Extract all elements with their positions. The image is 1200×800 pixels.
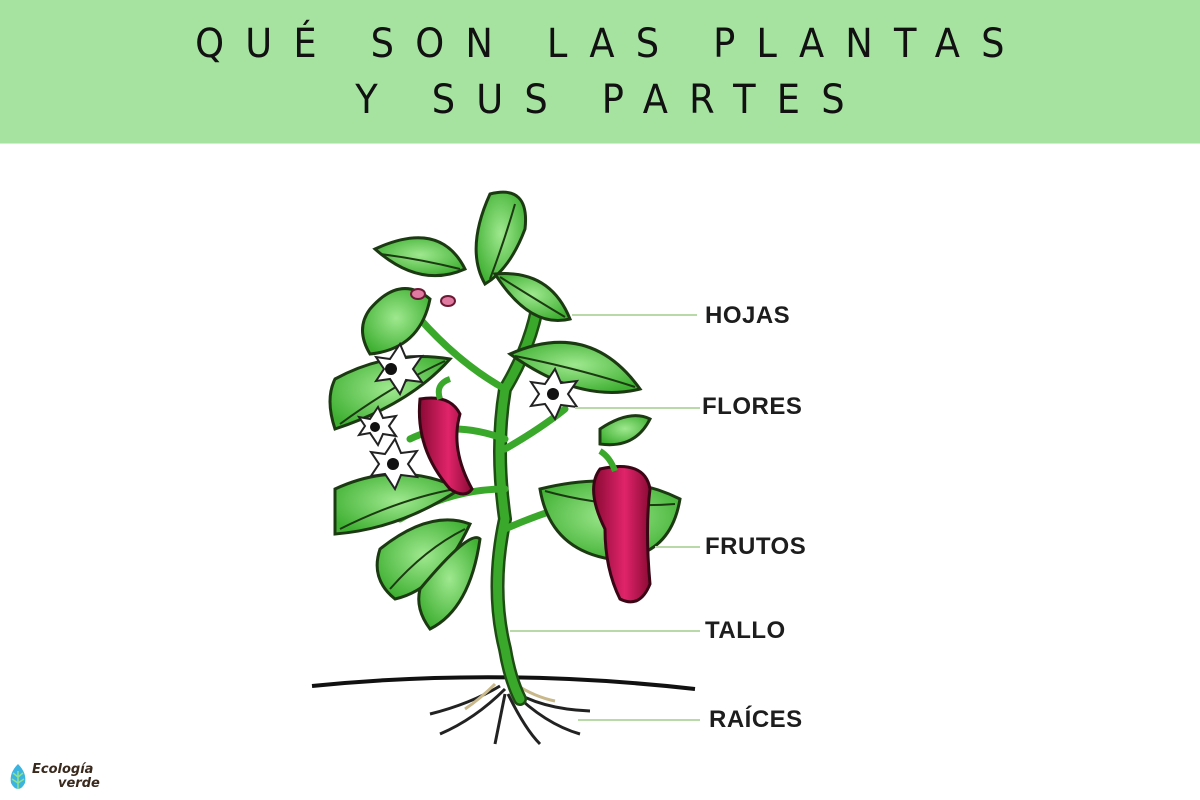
leader-line-frutos [655, 546, 700, 548]
title-line-2: Y SUS PARTES [355, 76, 866, 123]
label-raices: RAÍCES [709, 706, 803, 733]
logo-text-line-1: Ecología [32, 762, 94, 777]
leader-line-hojas [572, 314, 697, 316]
title-banner: QUÉ SON LAS PLANTAS Y SUS PARTES [0, 0, 1200, 144]
logo-text-line-2: verde [58, 776, 100, 791]
plant-diagram: HOJAS FLORES FRUTOS TALLO RAÍCES [0, 144, 1200, 800]
leader-line-tallo [510, 630, 700, 632]
label-flores: FLORES [702, 393, 803, 420]
ecologia-verde-logo: Ecología verde [8, 760, 128, 794]
leader-line-raices [578, 719, 700, 721]
leaf-logo-icon [10, 764, 26, 789]
label-frutos: FRUTOS [705, 533, 807, 560]
label-hojas: HOJAS [705, 302, 791, 329]
pepper-plant-illustration [311, 190, 696, 746]
title-line-1: QUÉ SON LAS PLANTAS [195, 20, 1026, 67]
leader-line-flores [575, 407, 700, 409]
label-tallo: TALLO [705, 617, 786, 644]
